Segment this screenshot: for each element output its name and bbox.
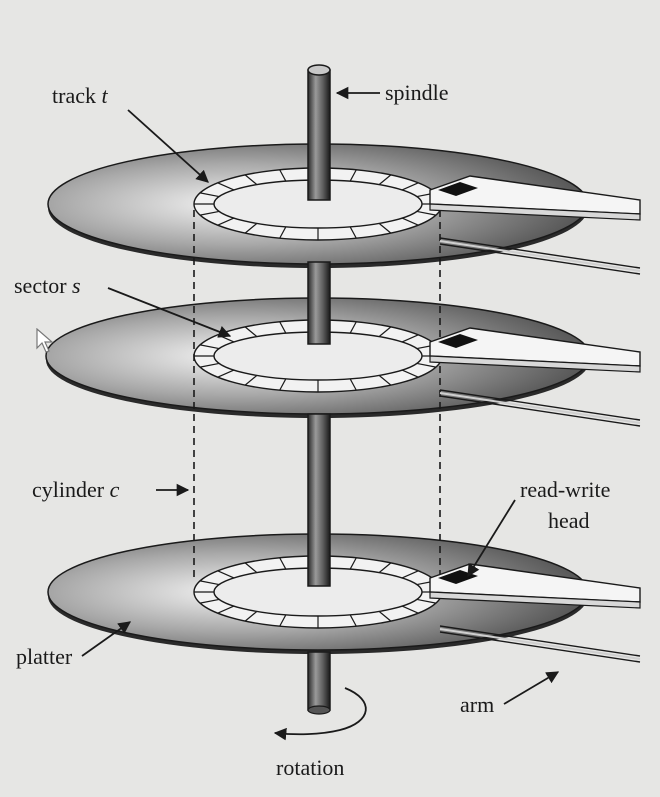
- sector-divider: [199, 192, 220, 198]
- sector-divider: [401, 570, 419, 579]
- platter-label: platter: [16, 644, 73, 669]
- sector-divider: [217, 605, 235, 614]
- cylinder-outline: [193, 210, 441, 580]
- sector-divider: [416, 598, 437, 604]
- sector-divider: [378, 174, 392, 186]
- arm: [429, 327, 641, 427]
- sector-divider: [279, 557, 287, 570]
- sector-divider: [244, 222, 258, 234]
- sector-divider: [244, 562, 258, 574]
- track-label: track t: [52, 83, 108, 108]
- sector-divider: [349, 321, 357, 334]
- sector-divider: [349, 378, 357, 391]
- arm-label: arm: [460, 692, 494, 717]
- platter: [45, 297, 591, 418]
- sector-divider: [217, 217, 235, 226]
- sector-divider: [378, 222, 392, 234]
- platters-group: [45, 143, 591, 654]
- sector-label: sector s: [14, 273, 81, 298]
- sector-divider: [378, 610, 392, 622]
- head-label: head: [548, 508, 590, 533]
- sector-divider: [401, 217, 419, 226]
- sector-divider: [416, 210, 437, 216]
- arm: [429, 175, 641, 275]
- sector-divider: [279, 226, 287, 239]
- sector-divider: [378, 562, 392, 574]
- track: [193, 167, 443, 241]
- mouse-pointer-icon: [36, 328, 54, 353]
- sector-divider: [279, 321, 287, 334]
- sector-divider: [378, 374, 392, 386]
- track: [193, 555, 443, 629]
- spindle: [307, 64, 331, 715]
- sector-divider: [378, 326, 392, 338]
- read-write-label: read-write: [520, 477, 610, 502]
- rotation-label: rotation: [276, 755, 344, 780]
- cylinder-label: cylinder c: [32, 477, 120, 502]
- read-write-head-leader: [467, 499, 516, 578]
- sector-divider: [401, 369, 419, 378]
- leader-lines: [81, 86, 560, 705]
- sector-divider: [199, 344, 220, 350]
- read-write-head: [438, 182, 478, 196]
- sector-divider: [217, 182, 235, 191]
- arm-leader: [503, 671, 560, 705]
- platter-leader: [81, 621, 132, 657]
- sector-divider: [217, 369, 235, 378]
- track-leader: [127, 109, 209, 183]
- platter: [47, 143, 589, 268]
- sector-divider: [279, 169, 287, 182]
- sector-divider: [349, 226, 357, 239]
- sector-divider: [217, 570, 235, 579]
- sector-divider: [244, 610, 258, 622]
- sector-divider: [349, 557, 357, 570]
- sector-divider: [416, 362, 437, 368]
- sector-divider: [244, 174, 258, 186]
- spindle-label: spindle: [385, 80, 449, 105]
- sector-divider: [244, 374, 258, 386]
- sector-divider: [199, 210, 220, 216]
- sector-divider: [199, 580, 220, 586]
- sector-divider: [349, 614, 357, 627]
- platter: [47, 533, 589, 654]
- sector-leader: [107, 287, 232, 338]
- sector-divider: [199, 362, 220, 368]
- sector-divider: [349, 169, 357, 182]
- sector-divider: [401, 334, 419, 343]
- sector-divider: [279, 378, 287, 391]
- sector-divider: [401, 605, 419, 614]
- sector-divider: [279, 614, 287, 627]
- read-write-head: [438, 334, 478, 348]
- sector-divider: [199, 598, 220, 604]
- sector-divider: [244, 326, 258, 338]
- sector-divider: [401, 182, 419, 191]
- rotation-arrow-icon: [273, 687, 367, 741]
